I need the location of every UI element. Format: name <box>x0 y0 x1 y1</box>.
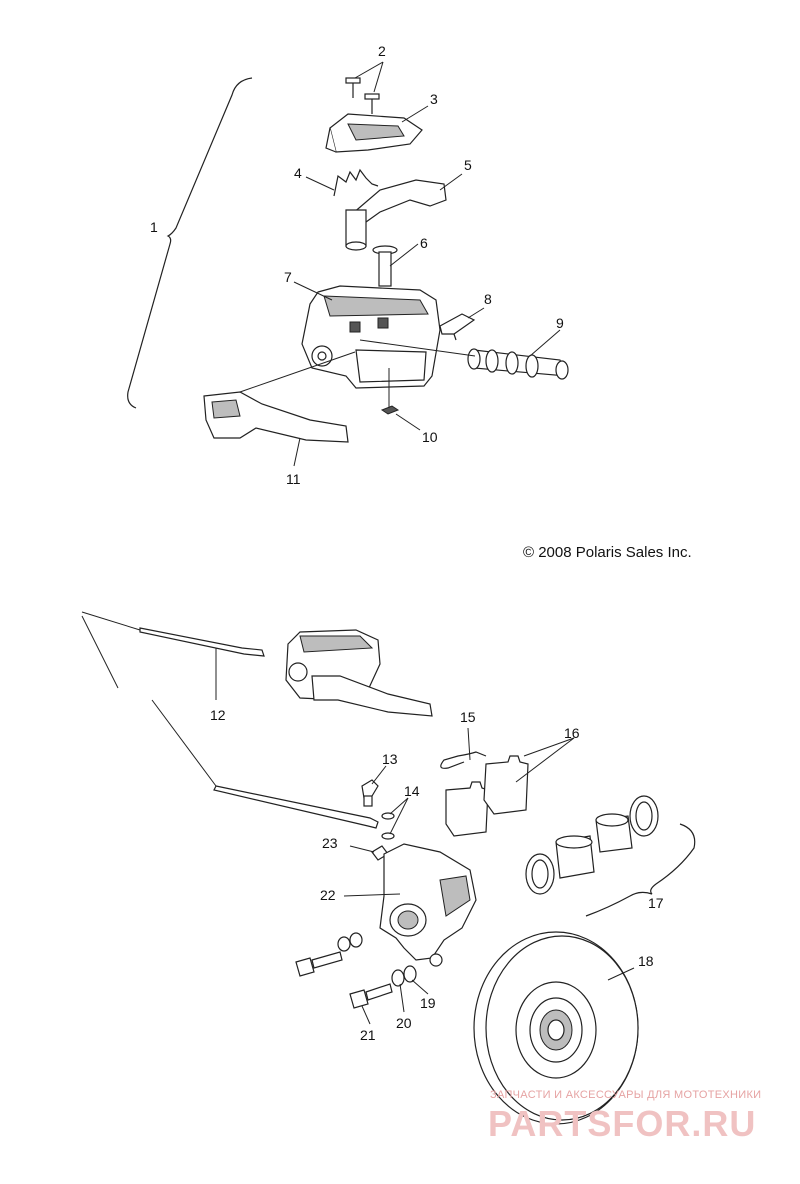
callout-21: 21 <box>360 1027 376 1043</box>
part-reservoir-cover <box>325 113 423 153</box>
callout-2: 2 <box>378 43 386 59</box>
callout-12: 12 <box>210 707 226 723</box>
watermark-logo: PARTSFOR.RU <box>488 1103 757 1144</box>
part-brake-rotor <box>473 931 639 1125</box>
callout-23: 23 <box>322 835 338 851</box>
callout-15: 15 <box>460 709 476 725</box>
callout-18: 18 <box>638 953 654 969</box>
callout-11: 11 <box>286 471 301 487</box>
callout-4: 4 <box>294 165 302 181</box>
callout-22: 22 <box>320 887 336 903</box>
part-washers <box>381 812 395 840</box>
part-switch <box>439 313 476 341</box>
callout-7: 7 <box>284 269 292 285</box>
part-piston <box>467 348 569 380</box>
part-brake-line <box>139 627 265 657</box>
callout-13: 13 <box>382 751 398 767</box>
part-brake-pads <box>445 755 529 837</box>
callout-16: 16 <box>564 725 580 741</box>
part-retaining-pin <box>440 751 487 769</box>
part-spring <box>333 168 379 197</box>
part-caliper-bolts <box>295 932 417 1009</box>
callout-9: 9 <box>556 315 564 331</box>
assembly-bracket <box>127 77 253 409</box>
callout-1: 1 <box>150 219 158 235</box>
callout-14: 14 <box>404 783 420 799</box>
callout-20: 20 <box>396 1015 412 1031</box>
part-master-cylinder <box>301 285 441 389</box>
leader-lines <box>215 61 635 1025</box>
callout-19: 19 <box>420 995 436 1011</box>
callout-6: 6 <box>420 235 428 251</box>
part-caliper-pistons <box>525 795 659 895</box>
part-banjo-bolt <box>361 779 379 807</box>
part-caliper <box>379 843 477 967</box>
part-screws <box>345 77 380 114</box>
part-pin <box>372 245 398 287</box>
watermark-tagline: ЗАПЧАСТИ И АКСЕССУАРЫ ДЛЯ МОТОТЕХНИКИ <box>490 1089 762 1101</box>
part-lever-arm <box>345 179 447 251</box>
callout-8: 8 <box>484 291 492 307</box>
part-hand-lever <box>203 391 349 443</box>
part-master-cylinder-assembled <box>285 629 433 717</box>
callout-10: 10 <box>422 429 438 445</box>
callout-17: 17 <box>648 895 664 911</box>
callout-5: 5 <box>464 157 472 173</box>
part-clip <box>380 405 400 415</box>
callout-3: 3 <box>430 91 438 107</box>
pistons-bracket <box>585 823 696 917</box>
copyright-notice: © 2008 Polaris Sales Inc. <box>523 544 692 561</box>
